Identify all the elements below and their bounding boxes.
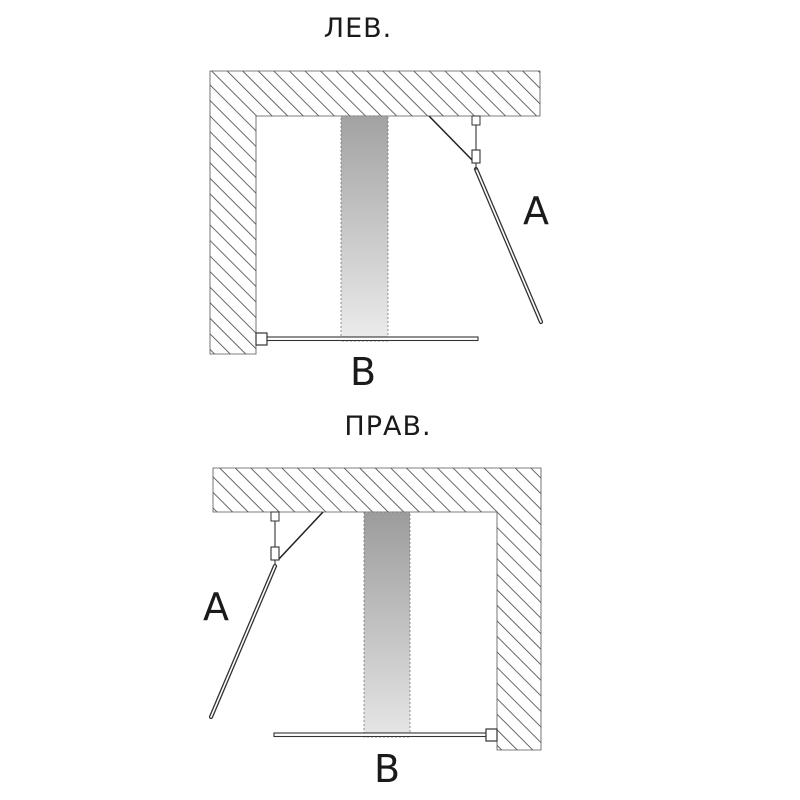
glass-panel-b xyxy=(273,732,487,738)
ceiling-mount xyxy=(270,511,280,522)
label-panel-b: B xyxy=(374,747,400,791)
glass-panel-a-inner xyxy=(475,168,542,323)
wall-bracket-b xyxy=(485,728,498,742)
shower-tray-shadow xyxy=(341,116,388,341)
diagram-right: ПРАВ. A B xyxy=(203,411,542,791)
stabilizer-bar xyxy=(277,511,324,561)
wall-bracket-b xyxy=(255,332,268,346)
wall-left-variant xyxy=(209,70,541,355)
label-panel-b: B xyxy=(350,350,376,394)
hinge-connector xyxy=(471,149,481,164)
ceiling-mount xyxy=(471,115,481,126)
stabilizer-bar xyxy=(428,115,476,164)
hinge-connector xyxy=(270,546,280,561)
wall-right-variant xyxy=(212,467,542,751)
glass-panel-b xyxy=(266,336,479,342)
glass-panel-a-inner xyxy=(210,565,276,718)
shower-tray-shadow xyxy=(364,512,410,737)
label-panel-a: A xyxy=(203,585,229,629)
diagram-title-right: ПРАВ. xyxy=(344,411,431,442)
diagram-left: ЛЕВ. A B xyxy=(209,13,549,394)
diagram-title-left: ЛЕВ. xyxy=(324,13,392,44)
label-panel-a: A xyxy=(523,189,549,233)
